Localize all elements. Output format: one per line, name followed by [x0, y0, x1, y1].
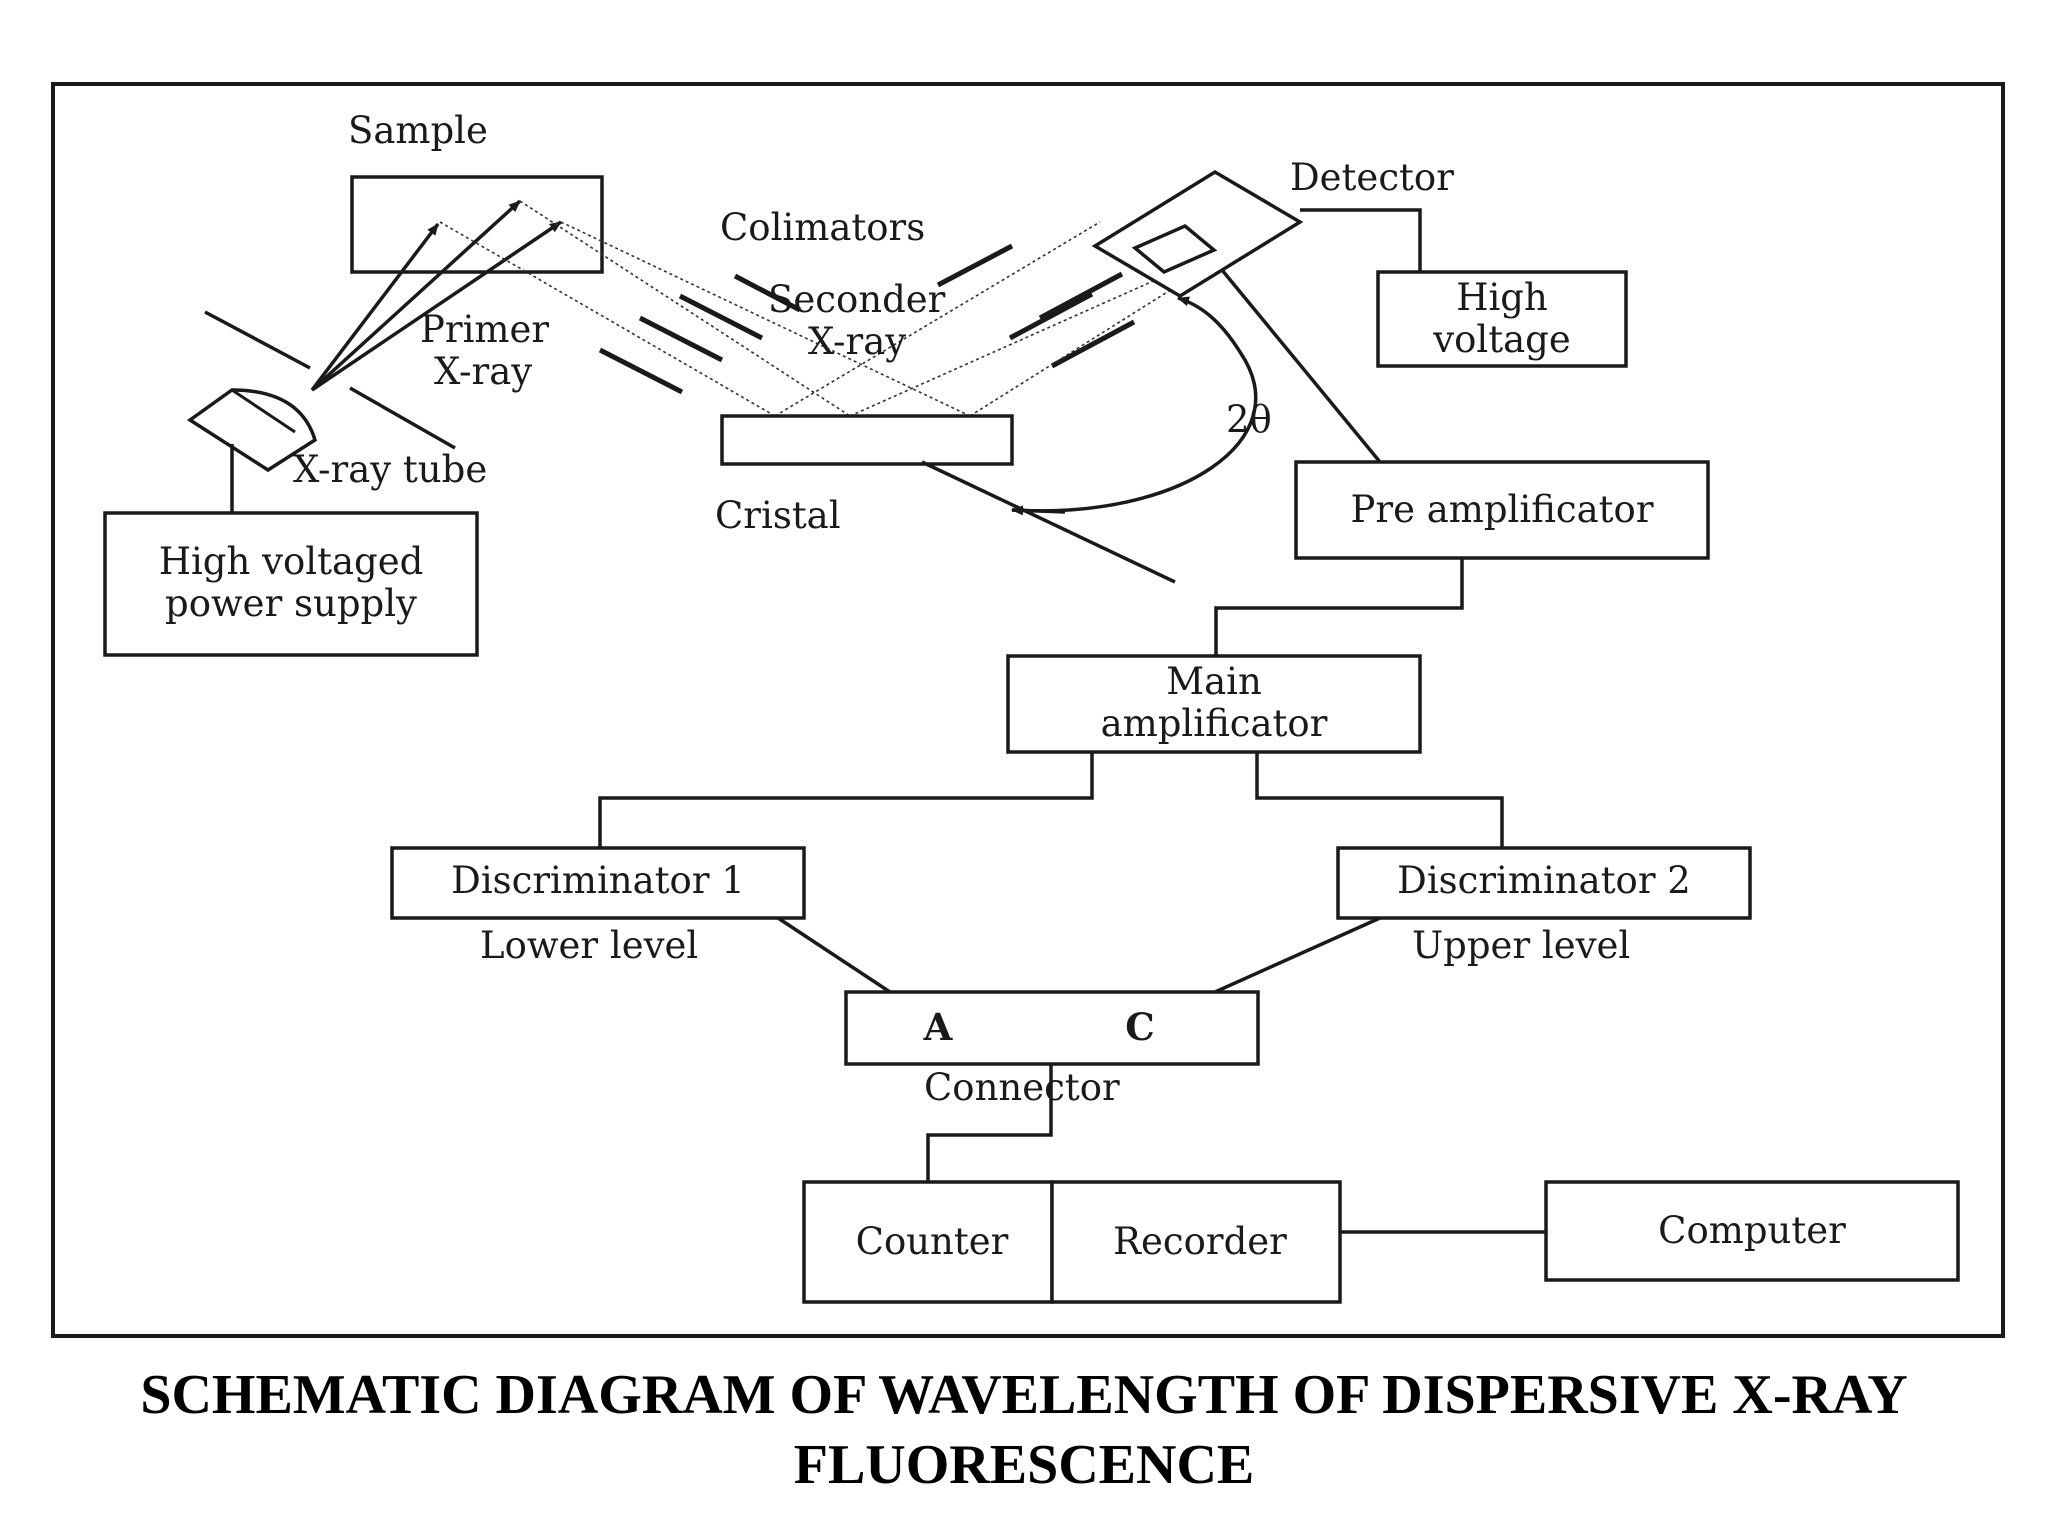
computer-text: Computer	[1658, 1209, 1846, 1252]
cristal-box	[720, 414, 1014, 466]
two-theta-label: 2θ	[1226, 398, 1272, 441]
diagram-frame	[51, 82, 2005, 1338]
wire-disc2-connector	[1214, 916, 1381, 994]
pre-amplificator-text: Pre amplificator	[1350, 488, 1653, 531]
detector-icon	[1091, 169, 1304, 299]
wire-mainamp-disc1	[598, 752, 1094, 848]
recorder-box	[1050, 1180, 1342, 1304]
caption-line-2: FLUORESCENCE	[793, 1434, 1255, 1496]
power-supply-box	[103, 511, 479, 657]
tube-shield-right	[349, 386, 456, 450]
two-theta-arc	[1011, 296, 1258, 513]
colimator-plates-right	[936, 243, 1136, 369]
wire-preamp-mainamp	[1214, 558, 1464, 656]
lower-level-label: Lower level	[480, 924, 698, 967]
high-voltage-text-2: voltage	[1432, 318, 1571, 361]
sample-box	[350, 175, 604, 274]
sample-label: Sample	[348, 109, 488, 152]
diagram-caption: SCHEMATIC DIAGRAM OF WAVELENGTH OF DISPE…	[0, 1360, 2048, 1500]
detector-label: Detector	[1290, 156, 1454, 199]
wire-detector-highvoltage	[1300, 208, 1422, 272]
cristal-label: Cristal	[715, 494, 841, 537]
high-voltage-box	[1376, 270, 1628, 368]
upper-level-label: Upper level	[1412, 924, 1630, 967]
primer-xray-label-2: X-ray	[434, 350, 532, 393]
seconder-xray-label-2: X-ray	[808, 320, 906, 363]
counter-text: Counter	[856, 1220, 1009, 1263]
discriminator-2-box	[1336, 846, 1752, 920]
pre-amplificator-box	[1294, 460, 1710, 560]
xray-tube-label: X-ray tube	[293, 448, 487, 491]
caption-line-1: SCHEMATIC DIAGRAM OF WAVELENGTH OF DISPE…	[140, 1364, 1908, 1426]
wire-disc1-connector	[777, 916, 891, 994]
xray-tube-icon	[186, 388, 318, 473]
tube-shield-left	[204, 310, 311, 370]
high-voltage-text-1: High	[1456, 276, 1548, 319]
cristal-axis-line	[921, 460, 1176, 584]
main-amplificator-box	[1006, 654, 1422, 754]
discriminator-2-text: Discriminator 2	[1397, 859, 1691, 902]
connector-label: Connector	[924, 1066, 1120, 1109]
connector-c-label: C	[1125, 1005, 1154, 1049]
colimator-plates-left	[598, 273, 802, 395]
computer-box	[1544, 1180, 1960, 1282]
power-supply-text-1: High voltaged	[159, 540, 424, 583]
primary-xray-arrows	[310, 199, 562, 392]
seconder-xray-label-1: Seconder	[768, 278, 946, 321]
detector-window	[1131, 223, 1218, 275]
wire-connector-counter	[926, 1064, 1053, 1182]
primer-xray-label-1: Primer	[420, 308, 549, 351]
main-amplificator-text-1: Main	[1166, 660, 1262, 703]
discriminator-1-text: Discriminator 1	[451, 859, 745, 902]
main-amplificator-text-2: amplificator	[1101, 702, 1328, 745]
connector-box	[844, 990, 1260, 1066]
recorder-text: Recorder	[1113, 1220, 1287, 1263]
discriminator-1-box	[390, 846, 806, 920]
wire-detector-preamp	[1220, 268, 1382, 464]
wire-mainamp-disc2	[1255, 752, 1504, 848]
colimators-label: Colimators	[720, 206, 925, 249]
power-supply-text-2: power supply	[165, 582, 417, 625]
connector-a-label: A	[923, 1005, 954, 1049]
